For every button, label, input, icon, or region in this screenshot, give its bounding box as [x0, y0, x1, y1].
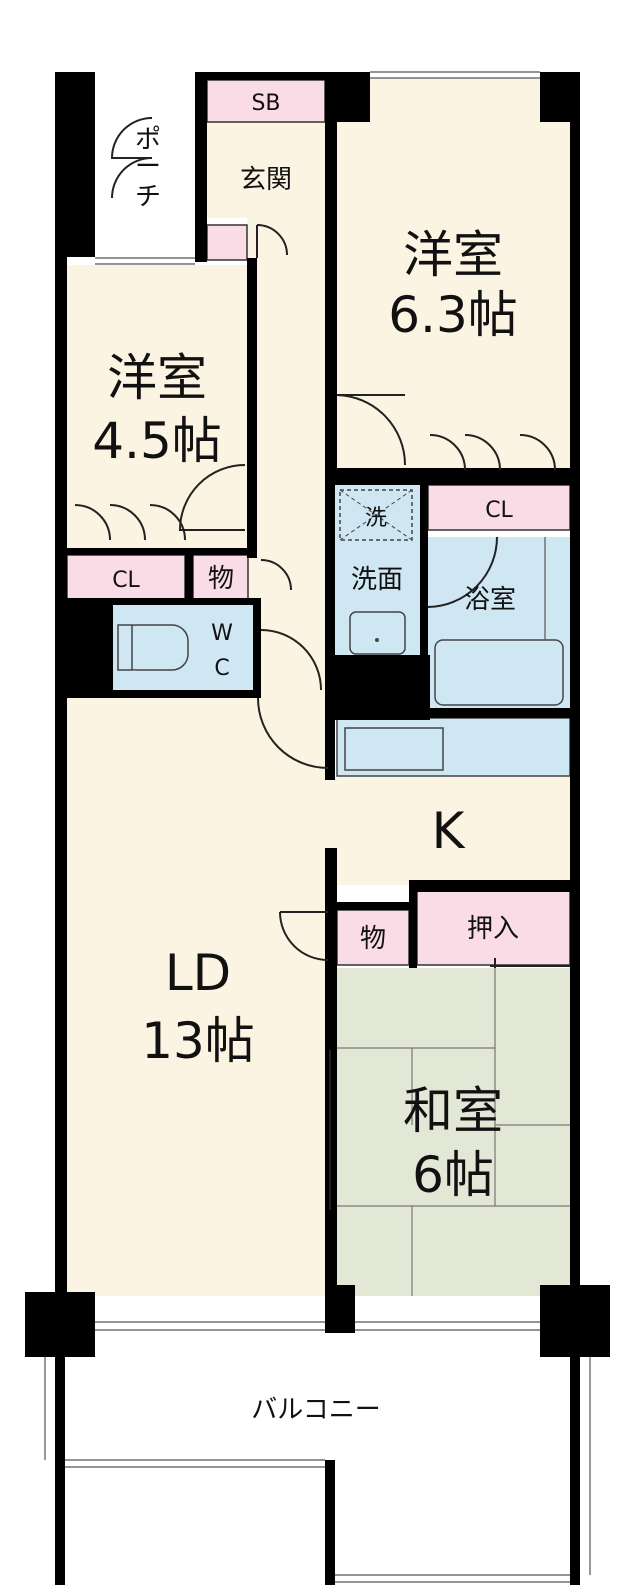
wc-label-c: C: [214, 656, 229, 681]
western-small-name: 洋室: [107, 349, 207, 407]
washer-box: [339, 489, 413, 541]
wc-label-w: W: [211, 621, 233, 646]
sink: [344, 727, 444, 771]
closet-large-box: [427, 484, 571, 531]
oshiire-label: 押入: [467, 914, 519, 944]
bathtub: [434, 639, 564, 706]
tatami-floor: [337, 968, 570, 1296]
windows: [44, 71, 591, 1583]
ld-size: 13帖: [141, 1012, 255, 1070]
western-small-floor: [67, 265, 247, 550]
porch-label-2: ー: [135, 152, 161, 182]
wash-basin: [349, 611, 406, 655]
washer-label: 洗: [365, 506, 387, 531]
porch-floor: [95, 78, 197, 258]
japanese-name: 和室: [403, 1082, 503, 1140]
storage-box-2: [336, 909, 410, 966]
kitchen-floor: [329, 775, 570, 885]
closet-small-label: CL: [112, 568, 140, 593]
kitchen-name: K: [432, 802, 466, 860]
storage-label-1: 物: [208, 564, 234, 594]
ld-floor: [67, 698, 329, 1296]
western-large-floor: [337, 78, 570, 478]
washroom-label: 洗面: [351, 565, 403, 595]
sb-label: SB: [251, 91, 280, 116]
entrance-label: 玄関: [240, 165, 292, 195]
entrance-storage-box: [206, 224, 248, 261]
japanese-size: 6帖: [412, 1146, 494, 1204]
walls: [25, 72, 610, 1585]
western-small-size: 4.5帖: [92, 412, 222, 470]
porch-label-1: ポ: [135, 125, 161, 155]
storage-label-2: 物: [360, 924, 386, 954]
porch-label-3: チ: [135, 182, 161, 212]
closet-large-label: CL: [485, 498, 513, 523]
balcony-label: バルコニー: [251, 1395, 380, 1425]
ld-name: LD: [165, 944, 231, 1002]
bathroom-label: 浴室: [464, 585, 516, 615]
door-swings: [74, 117, 570, 1210]
western-large-size: 6.3帖: [388, 286, 518, 344]
western-large-name: 洋室: [403, 226, 503, 284]
tatami-lines: [337, 968, 570, 1296]
